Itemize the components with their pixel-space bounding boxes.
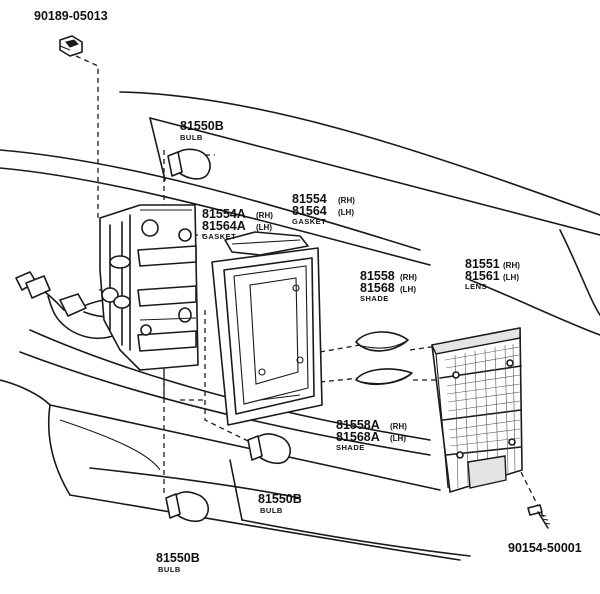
shade-lower-part (355, 368, 413, 386)
gasket-inner-lh-number: 81564A (202, 219, 246, 233)
shade-upper-lh-side: (LH) (400, 285, 416, 294)
callout-clip: 90189-05013 (34, 9, 108, 23)
bulb-bottom-part-number: 81550B (156, 551, 200, 565)
lamp-socket-housing (99, 204, 199, 371)
shade-upper-part (355, 331, 409, 352)
shade-upper-rh-number: 81558 (360, 269, 395, 283)
callout-gasket-outer: 81554 (RH) 81564 (LH) GASKET (292, 192, 355, 226)
gasket-inner-part (224, 231, 309, 256)
lens-name: LENS (465, 282, 487, 291)
gasket-outer-lh-number: 81564 (292, 204, 327, 218)
screw-part-number: 90154-50001 (508, 541, 582, 555)
lens-rh-side: (RH) (503, 261, 520, 270)
bulb-bottom (165, 491, 209, 523)
gasket-outer-frame (211, 247, 323, 426)
callout-gasket-inner: 81554A (RH) 81564A (LH) GASKET (202, 207, 273, 241)
bulb-top (167, 148, 211, 180)
screw-part (527, 504, 551, 529)
shade-lower-rh-side: (RH) (390, 422, 407, 431)
callout-shade-upper: 81558 (RH) 81568 (LH) SHADE (360, 269, 417, 303)
shade-lower-name: SHADE (336, 443, 365, 452)
callout-bulb-middle: 81550B BULB (258, 492, 302, 515)
shade-upper-name: SHADE (360, 294, 389, 303)
gasket-outer-rh-side: (RH) (338, 196, 355, 205)
gasket-outer-lh-side: (LH) (338, 208, 354, 217)
callout-screw: 90154-50001 (508, 541, 582, 555)
bulb-middle-name: BULB (260, 506, 283, 515)
gasket-inner-name: GASKET (202, 232, 236, 241)
shade-lower-lh-side: (LH) (390, 434, 406, 443)
callout-bulb-top: 81550B BULB (180, 119, 224, 142)
gasket-outer-name: GASKET (292, 217, 326, 226)
bulb-top-part-number: 81550B (180, 119, 224, 133)
gasket-outer-rh-number: 81554 (292, 192, 327, 206)
wiring-harness (15, 271, 131, 340)
clip-part (59, 35, 83, 57)
lens-part (431, 327, 523, 493)
bulb-middle-part-number: 81550B (258, 492, 302, 506)
shade-lower-lh-number: 81568A (336, 430, 380, 444)
vehicle-body (0, 91, 600, 561)
lens-lh-number: 81561 (465, 269, 500, 283)
lens-rh-number: 81551 (465, 257, 500, 271)
callout-shade-lower: 81558A (RH) 81568A (LH) SHADE (336, 418, 407, 452)
bulb-bottom-name: BULB (158, 565, 181, 574)
gasket-inner-rh-number: 81554A (202, 207, 246, 221)
lens-lh-side: (LH) (503, 273, 519, 282)
callout-lens: 81551 (RH) 81561 (LH) LENS (465, 257, 520, 291)
gasket-inner-rh-side: (RH) (256, 211, 273, 220)
callout-bulb-bottom: 81550B BULB (156, 551, 200, 574)
shade-lower-rh-number: 81558A (336, 418, 380, 432)
clip-part-number: 90189-05013 (34, 9, 108, 23)
shade-upper-rh-side: (RH) (400, 273, 417, 282)
bulb-top-name: BULB (180, 133, 203, 142)
gasket-inner-lh-side: (LH) (256, 223, 272, 232)
bulb-middle (247, 433, 291, 465)
shade-upper-lh-number: 81568 (360, 281, 395, 295)
